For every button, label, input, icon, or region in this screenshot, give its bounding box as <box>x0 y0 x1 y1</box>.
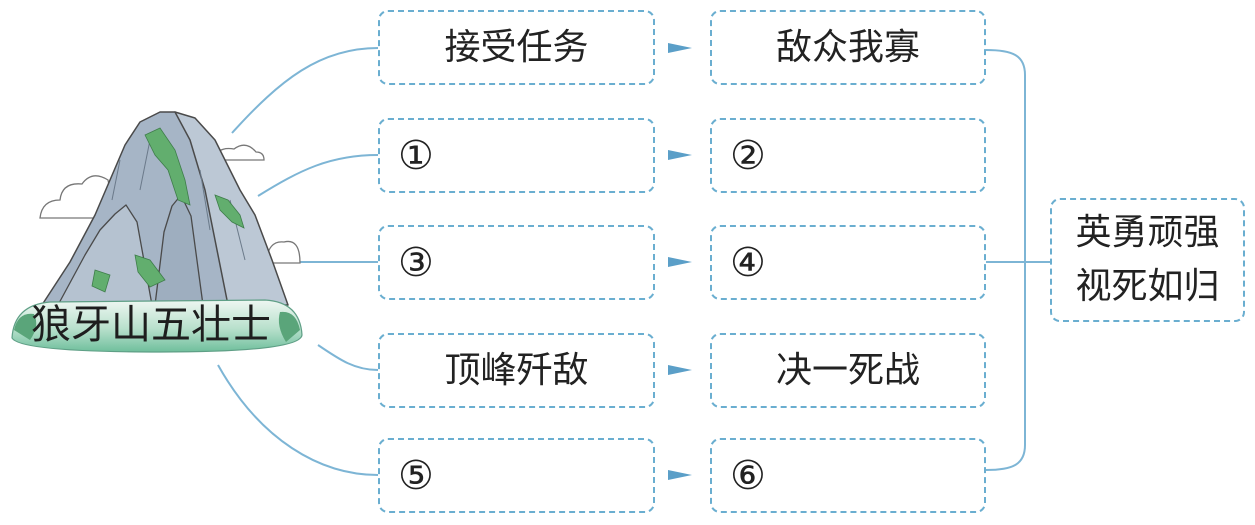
shrub-left <box>14 313 37 340</box>
step-box-left-2: ① <box>378 118 655 193</box>
mountain-base <box>11 299 303 353</box>
arrow-right-icon <box>668 365 692 375</box>
step-box-left-1: 接受任务 <box>378 10 655 85</box>
root-label: 狼牙山五壮士 <box>31 302 271 348</box>
tree-patch <box>134 254 166 288</box>
arrow-right-icon <box>668 43 692 53</box>
summary-line-1: 英勇顽强 <box>1075 212 1220 253</box>
summary-bracket <box>985 49 1050 471</box>
arrow-right-icon <box>668 257 692 267</box>
cloud-right-upper-icon <box>211 144 265 161</box>
connector-line-5 <box>217 364 379 476</box>
mountain-texture <box>111 139 246 261</box>
tree-patch <box>214 194 245 229</box>
mountain-illustration <box>11 111 303 353</box>
summary-line-2: 视死如归 <box>1075 266 1220 307</box>
step-box-left-3: ③ <box>378 225 655 300</box>
step-box-right-3: ④ <box>710 225 986 300</box>
step-box-right-4: 决一死战 <box>710 333 986 408</box>
step-box-left-4: 顶峰歼敌 <box>378 333 655 408</box>
vegetation <box>91 127 245 293</box>
connector-line-2 <box>257 154 379 197</box>
step-box-right-1: 敌众我寡 <box>710 10 986 85</box>
cloud-left-icon <box>39 175 117 219</box>
tree-patch <box>144 127 191 206</box>
bracket-line <box>985 49 1026 471</box>
root-connectors <box>217 47 379 476</box>
arrow-right-icon <box>668 150 692 160</box>
step-box-right-2: ② <box>710 118 986 193</box>
step-box-right-5: ⑥ <box>710 438 986 513</box>
summary-box: 英勇顽强 视死如归 <box>1050 198 1245 322</box>
connector-line-1 <box>231 47 379 134</box>
tree-patch <box>91 269 111 293</box>
arrows <box>668 43 692 480</box>
mountain-ridge-left <box>57 204 153 306</box>
step-box-left-5: ⑤ <box>378 438 655 513</box>
arrow-right-icon <box>668 470 692 480</box>
connector-line-4 <box>317 344 379 371</box>
shrub-right <box>278 311 300 342</box>
